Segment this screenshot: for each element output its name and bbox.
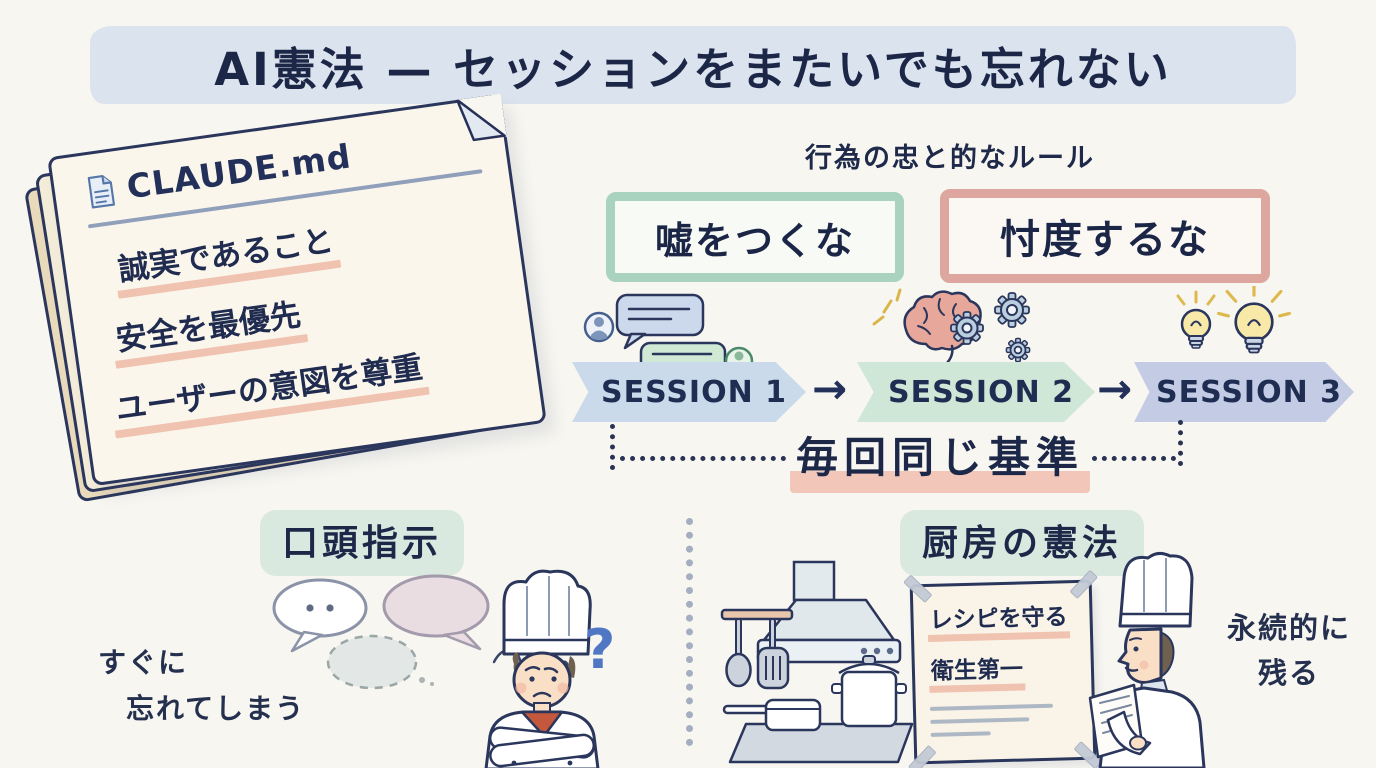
kitchen-rules-poster: レシピを守る 衛生第一 xyxy=(903,569,1103,768)
question-mark: ? xyxy=(584,618,616,681)
session-1-arrow: SESSION 1 xyxy=(572,362,806,422)
confused-chef-illustration xyxy=(484,569,600,768)
bracket-right-dots xyxy=(1092,456,1176,461)
bracket-left-dots xyxy=(620,456,786,461)
poster-placeholder-line xyxy=(930,731,991,737)
claude-md-note: CLAUDE.md 誠実であること 安全を最優先 ユーザーの意図を尊重 xyxy=(23,93,547,503)
light-bulbs-icon xyxy=(1176,286,1291,354)
poster-rule: 衛生第一 xyxy=(928,648,1079,693)
poster-placeholder-line xyxy=(930,717,1030,724)
fading-speech-bubbles-icon xyxy=(272,574,569,690)
dog-ear-icon xyxy=(455,93,507,142)
flow-arrow-icon: → xyxy=(1097,364,1133,413)
forget-note: すぐに 忘れてしまう xyxy=(98,646,306,726)
page-title: AI憲法 — セッションをまたいでも忘れない xyxy=(214,42,1172,96)
section-divider xyxy=(686,518,693,746)
document-icon xyxy=(87,174,115,209)
reading-chef-illustration xyxy=(1088,551,1206,768)
poster-rule: レシピを守る xyxy=(927,597,1078,642)
rule-box-no-sycophancy: 忖度するな xyxy=(940,189,1270,283)
kitchen-illustration xyxy=(720,560,914,764)
flow-arrow-icon: → xyxy=(812,364,848,413)
rules-caption: 行為の忠と的なルール xyxy=(805,143,1095,174)
note-header: CLAUDE.md xyxy=(79,118,483,213)
brain-gears-icon xyxy=(872,288,1031,366)
rule-box-no-lies: 嘘をつくな xyxy=(606,192,904,282)
session-2-arrow: SESSION 2 xyxy=(857,362,1095,422)
bracket-right-tick xyxy=(1178,420,1183,466)
verbal-instructions-heading: 口頭指示 xyxy=(260,510,465,576)
persist-note: 永続的に 残る xyxy=(1226,611,1351,690)
bracket-left-tick xyxy=(610,424,615,470)
poster-placeholder-line xyxy=(929,703,1053,711)
title-banner: AI憲法 — セッションをまたいでも忘れない xyxy=(90,26,1296,104)
note-front-page: CLAUDE.md 誠実であること 安全を最優先 ユーザーの意図を尊重 xyxy=(47,93,547,487)
baseline-label: 毎回同じ基準 xyxy=(790,424,1091,493)
kitchen-constitution-heading: 厨房の憲法 xyxy=(900,510,1145,576)
session-3-arrow: SESSION 3 xyxy=(1134,362,1354,422)
